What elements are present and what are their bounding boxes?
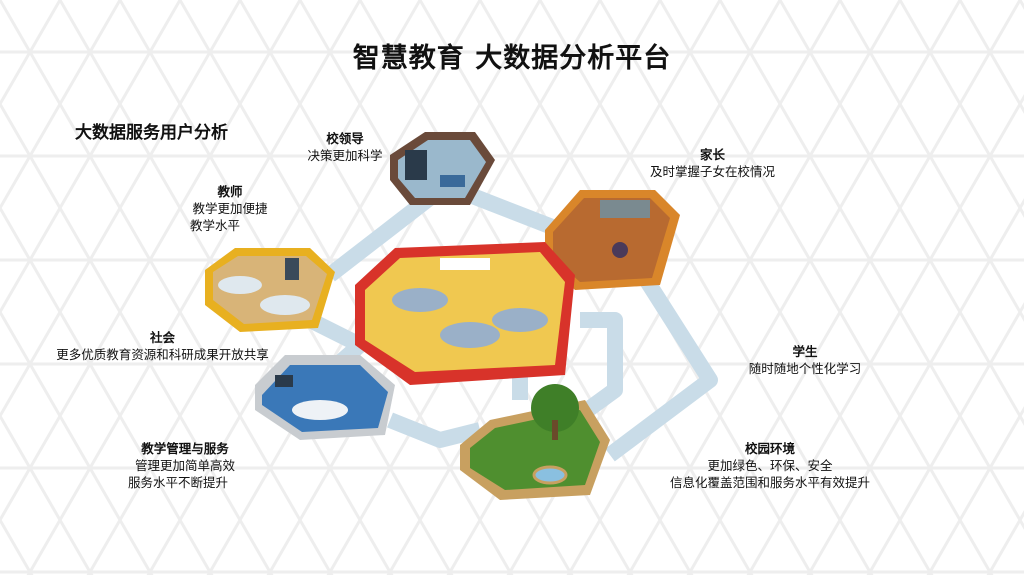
student-desc: 随时随地个性化学习 (748, 361, 862, 376)
leader-name: 校领导 (326, 131, 364, 146)
management-desc-1: 管理更加简单高效 (134, 458, 235, 473)
leader-room (390, 132, 495, 205)
leader-desc: 决策更加科学 (307, 148, 383, 163)
management-desc-2: 服务水平不断提升 (128, 475, 229, 490)
society-desc: 更多优质教育资源和科研成果开放共享 (56, 347, 269, 362)
teacher-desc-2: 教学水平 (190, 218, 241, 233)
label-student: 学生 随时随地个性化学习 (735, 343, 875, 377)
label-campus: 校园环境 更加绿色、环保、安全 信息化覆盖范围和服务水平有效提升 (650, 440, 890, 491)
page-title: 智慧教育 大数据分析平台 (352, 43, 672, 74)
label-parent: 家长 及时掌握子女在校情况 (640, 146, 785, 180)
management-name: 教学管理与服务 (141, 441, 229, 456)
label-management: 教学管理与服务 管理更加简单高效 服务水平不断提升 (120, 440, 250, 491)
campus-desc-1: 更加绿色、环保、安全 (707, 458, 833, 473)
label-leader: 校领导 决策更加科学 (290, 130, 400, 164)
teacher-room (205, 248, 335, 332)
teacher-name: 教师 (217, 184, 243, 199)
campus-garden (460, 384, 610, 500)
label-teacher: 教师 教学更加便捷 教学水平 (180, 183, 280, 234)
management-room (255, 355, 395, 440)
student-name: 学生 (792, 344, 818, 359)
label-society: 社会 更多优质教育资源和科研成果开放共享 (40, 329, 285, 363)
section-subtitle: 大数据服务用户分析 (75, 123, 228, 143)
teacher-desc-1: 教学更加便捷 (192, 201, 268, 216)
classroom (355, 242, 575, 385)
parent-room (545, 190, 680, 290)
campus-desc-2: 信息化覆盖范围和服务水平有效提升 (669, 475, 870, 490)
parent-name: 家长 (699, 147, 725, 162)
parent-desc: 及时掌握子女在校情况 (649, 164, 775, 179)
campus-name: 校园环境 (744, 441, 795, 456)
society-name: 社会 (149, 330, 175, 345)
